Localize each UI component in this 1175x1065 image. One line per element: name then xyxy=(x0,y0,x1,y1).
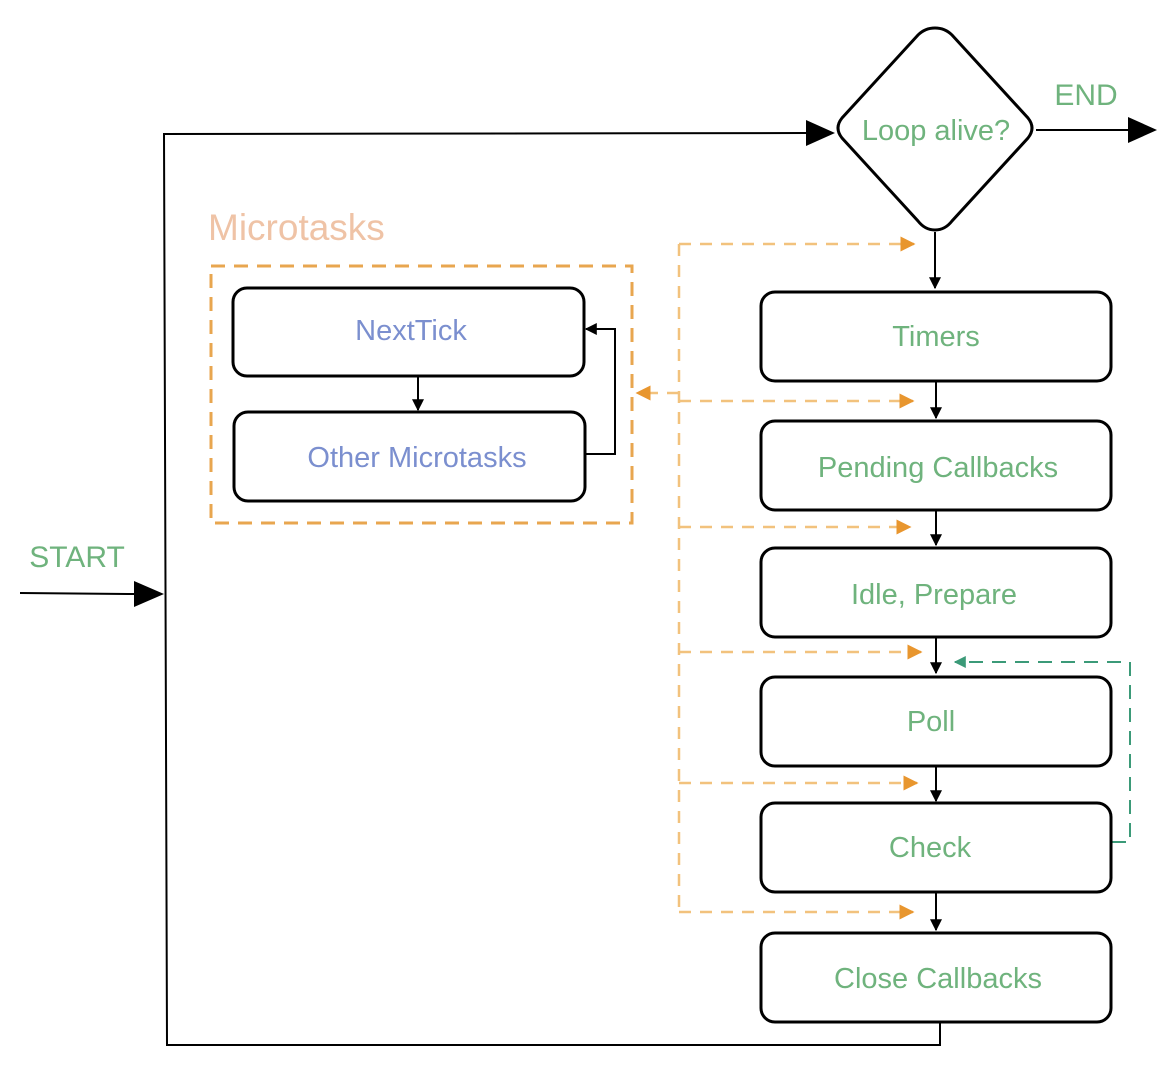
microtasks-cluster-label: Microtasks xyxy=(208,207,385,248)
phase-box xyxy=(759,675,1113,768)
other-microtasks-box xyxy=(232,410,587,503)
nexttick-box xyxy=(231,286,586,378)
microtask-connectors xyxy=(635,236,923,920)
main-loop-connectors xyxy=(19,117,1157,1046)
decision-diamond xyxy=(836,26,1034,232)
phase-box xyxy=(759,419,1113,512)
phase-label: Poll xyxy=(907,706,955,738)
nexttick-label: NextTick xyxy=(355,315,467,347)
decision-label: Loop alive? xyxy=(862,115,1010,147)
start-label: START xyxy=(29,541,125,574)
microtasks-frame xyxy=(209,264,634,525)
phase-box xyxy=(759,931,1113,1024)
phase-box xyxy=(759,801,1113,894)
end-label: END xyxy=(1054,79,1117,112)
phase-timers: Timers xyxy=(759,290,1113,383)
phase-pending-callbacks: Pending Callbacks xyxy=(759,419,1113,512)
other-microtasks-label: Other Microtasks xyxy=(307,442,526,474)
phase-close-callbacks: Close Callbacks xyxy=(759,931,1113,1024)
start-arrow xyxy=(19,592,135,595)
end-arrowhead xyxy=(1128,117,1157,143)
phase-label: Close Callbacks xyxy=(834,963,1042,995)
loop-back-line xyxy=(162,132,941,1046)
phase-flow-arrows xyxy=(929,232,942,932)
phase-label: Pending Callbacks xyxy=(818,452,1058,484)
phase-label: Timers xyxy=(892,321,980,353)
phase-idle-prepare: Idle, Prepare xyxy=(759,546,1113,639)
phase-poll: Poll xyxy=(759,675,1113,768)
other-to-nexttick-loop-arrow xyxy=(584,323,616,455)
loop-to-decision-arrowhead xyxy=(806,120,835,146)
phase-label: Check xyxy=(889,832,972,864)
check-to-poll-loop xyxy=(953,656,1131,843)
phase-box xyxy=(759,546,1113,639)
microtasks-cluster: Microtasks NextTick Other Microtasks xyxy=(208,207,634,525)
phase-box xyxy=(759,290,1113,383)
start-arrowhead xyxy=(134,581,164,607)
phase-check: Check xyxy=(759,801,1113,894)
loop-alive-decision: Loop alive? xyxy=(836,26,1034,232)
phase-label: Idle, Prepare xyxy=(851,579,1017,611)
